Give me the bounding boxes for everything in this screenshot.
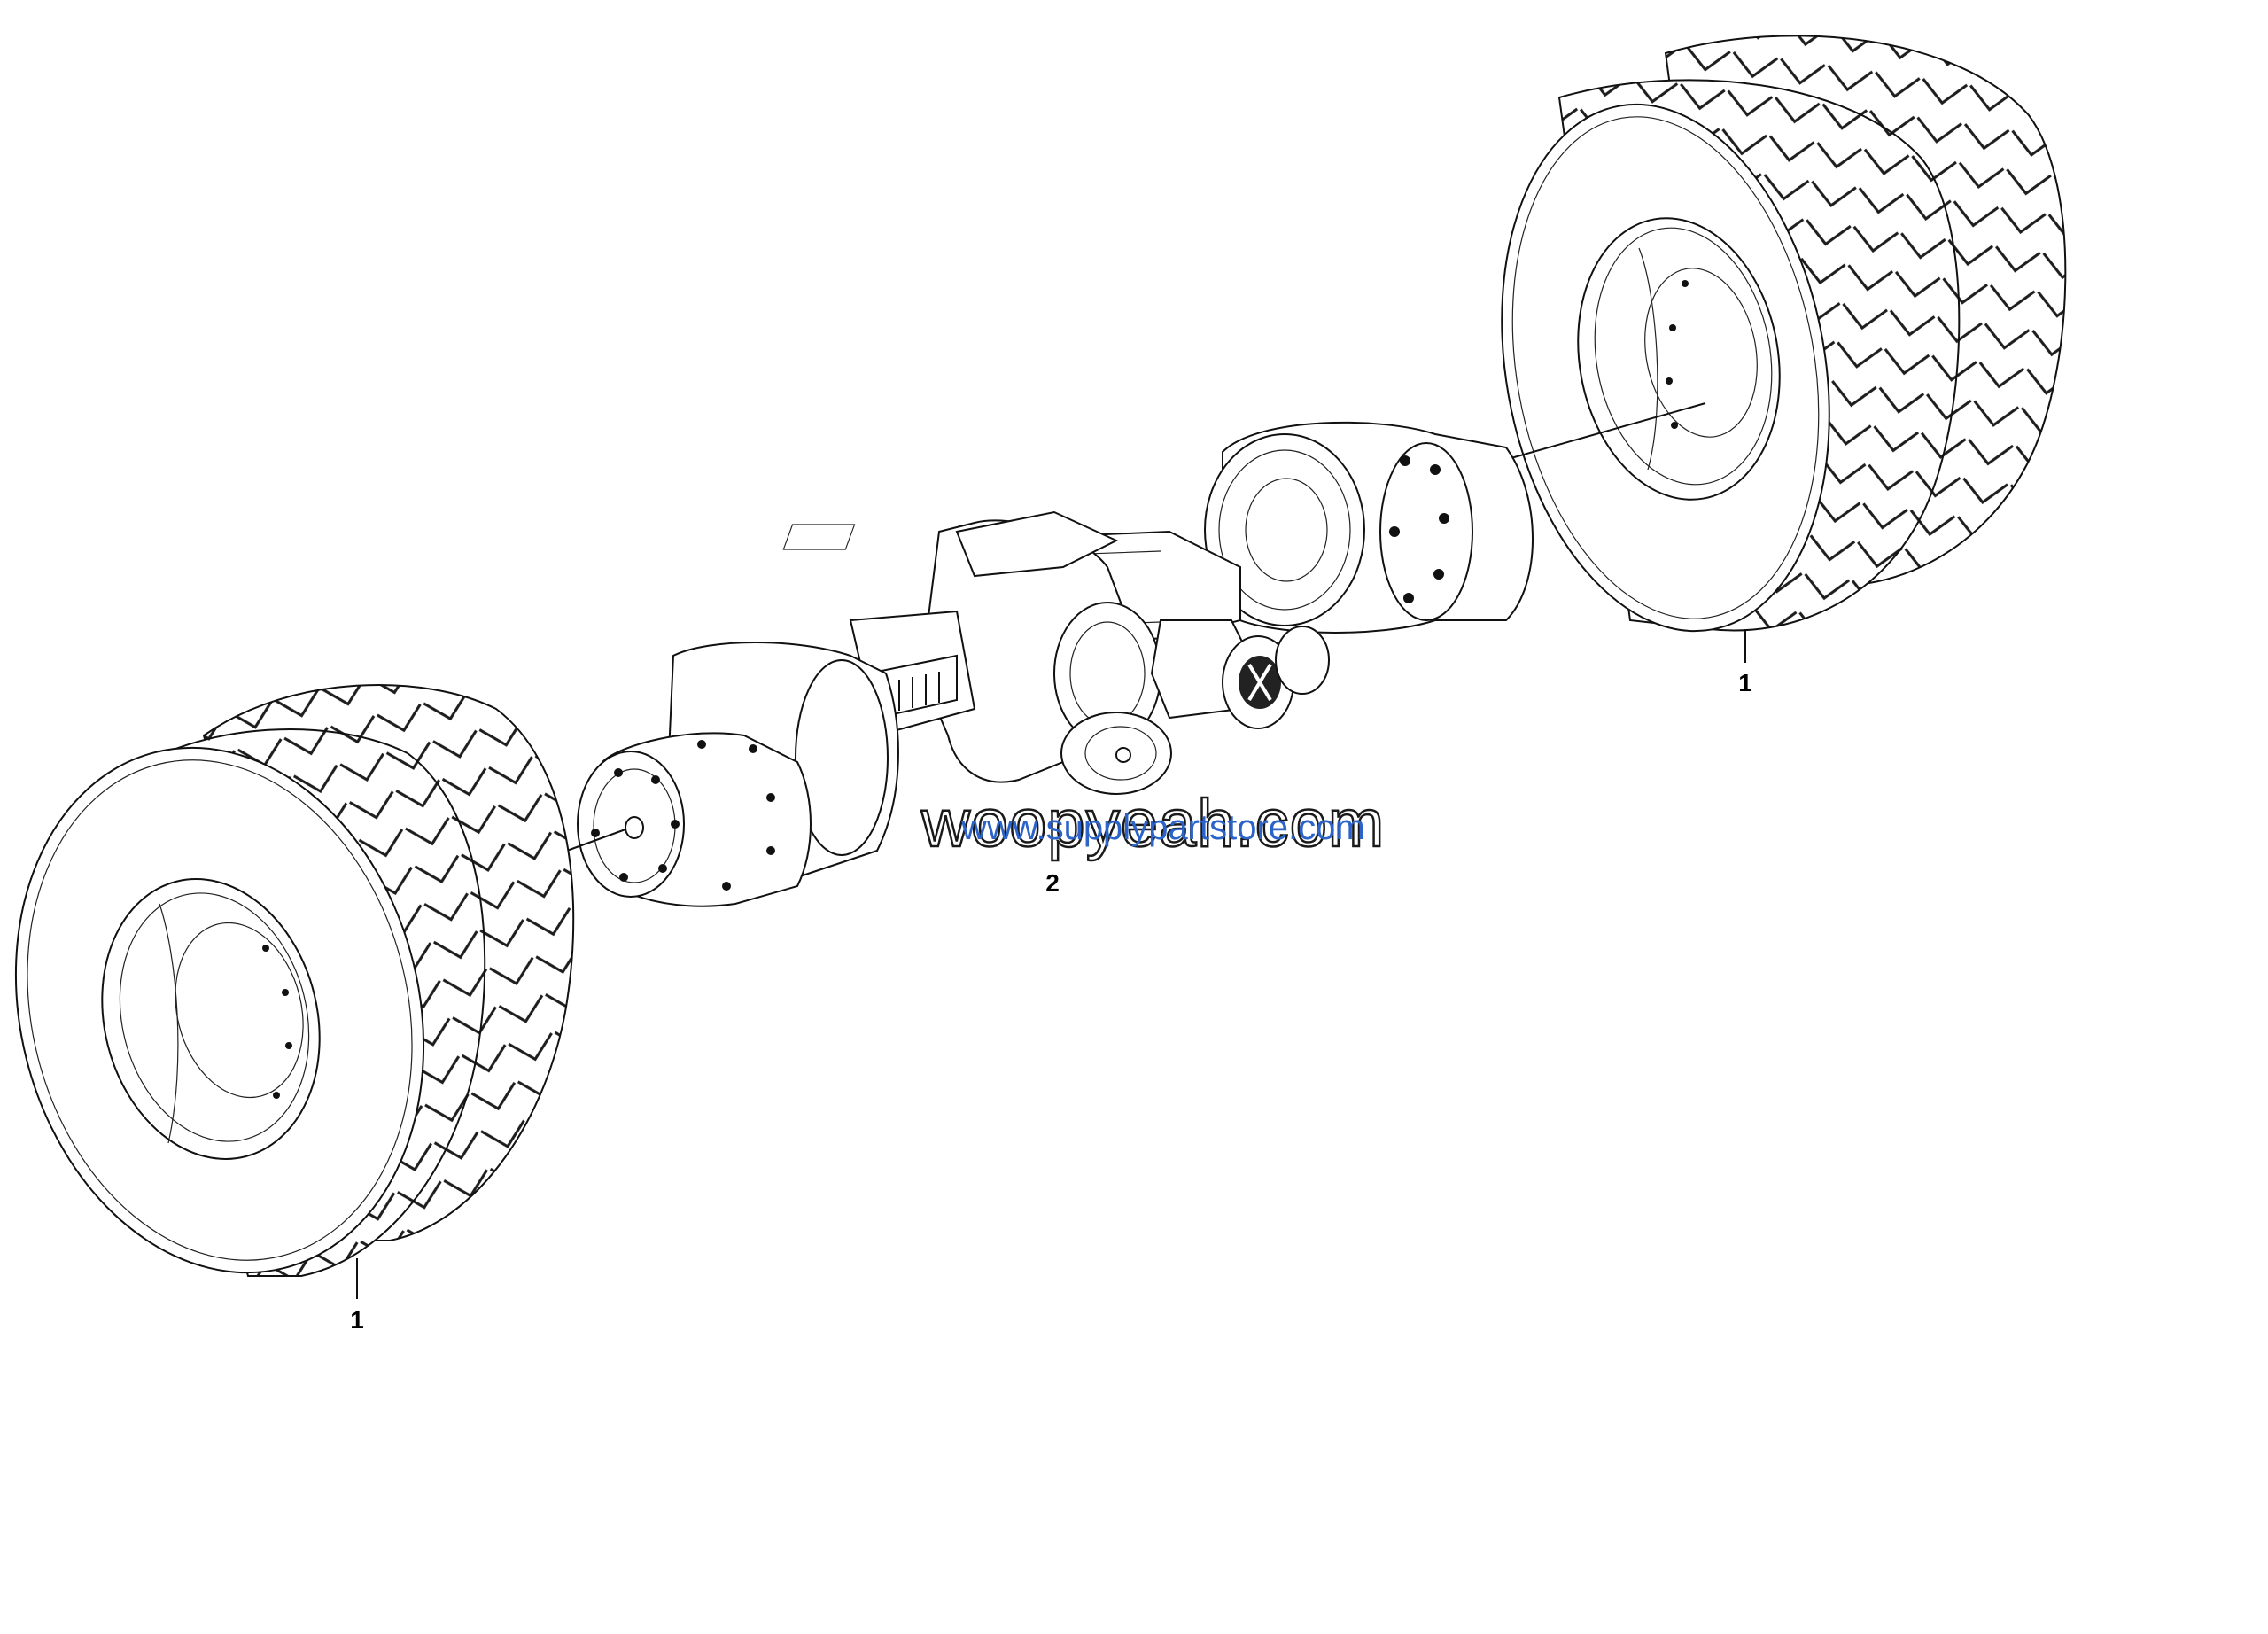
tyre-right-assembly (1501, 35, 2067, 663)
watermark-primary: woopyeah.com (920, 786, 1386, 861)
callout-tyre-right: 1 (1738, 669, 1752, 696)
watermark-secondary: www.supplypartstore.com (961, 808, 1365, 847)
callout-axle: 2 (1045, 869, 1060, 897)
callout-tyre-left: 1 (350, 1306, 364, 1334)
tyre-left-assembly (14, 684, 575, 1299)
axle-assembly (566, 421, 1534, 907)
